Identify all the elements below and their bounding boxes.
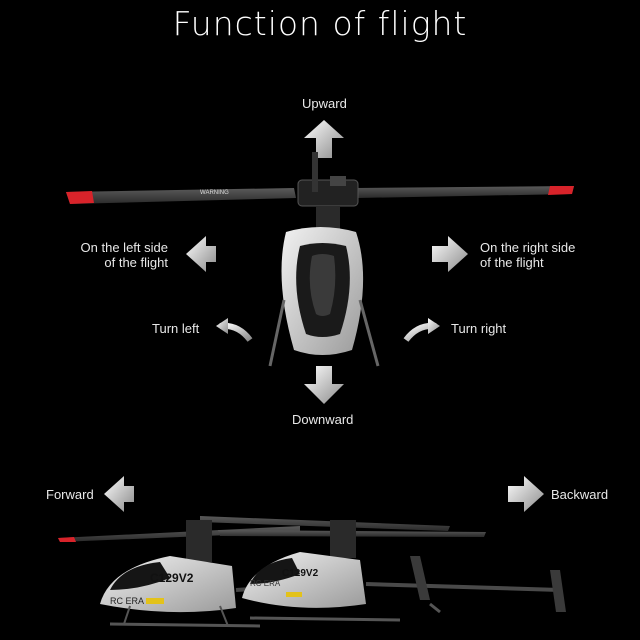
label-right-side-line1: On the right side: [480, 240, 576, 255]
page-title: Function of flight: [172, 4, 468, 43]
left-arrow-icon: [186, 236, 216, 272]
label-left-side-line2: of the flight: [104, 255, 168, 270]
label-turn-right: Turn right: [451, 321, 507, 336]
warning-decal: WARNING: [200, 190, 229, 196]
up-arrow-icon: [304, 120, 344, 158]
label-left-side-line1: On the left side: [80, 240, 168, 255]
helicopter-side-view-left: C129V2 RC ERA: [58, 516, 450, 628]
brand-decal-right: RC ERA: [250, 579, 281, 588]
forward-arrow-icon: [104, 476, 134, 512]
helicopter-front-view: WARNING: [66, 152, 574, 367]
turn-left-arrow-icon: [216, 318, 253, 342]
svg-text:C129V2: C129V2: [282, 568, 319, 579]
label-upward: Upward: [302, 96, 347, 111]
down-arrow-icon: [304, 366, 344, 404]
brand-decal-left: RC ERA: [110, 596, 144, 606]
label-backward: Backward: [551, 487, 609, 502]
backward-arrow-icon: [508, 476, 544, 512]
label-forward: Forward: [46, 487, 94, 502]
model-decal-left: C129V2: [150, 571, 194, 585]
right-arrow-icon: [432, 236, 468, 272]
label-turn-left: Turn left: [152, 321, 200, 336]
label-left-side: On the left side of the flight: [60, 240, 168, 270]
label-right-side-line2: of the flight: [480, 255, 544, 270]
helicopter-side-view-right: C129V2 RC ERA: [218, 520, 566, 622]
label-downward: Downward: [292, 412, 354, 427]
label-right-side: On the right side of the flight: [480, 240, 575, 270]
turn-right-arrow-icon: [403, 318, 440, 342]
